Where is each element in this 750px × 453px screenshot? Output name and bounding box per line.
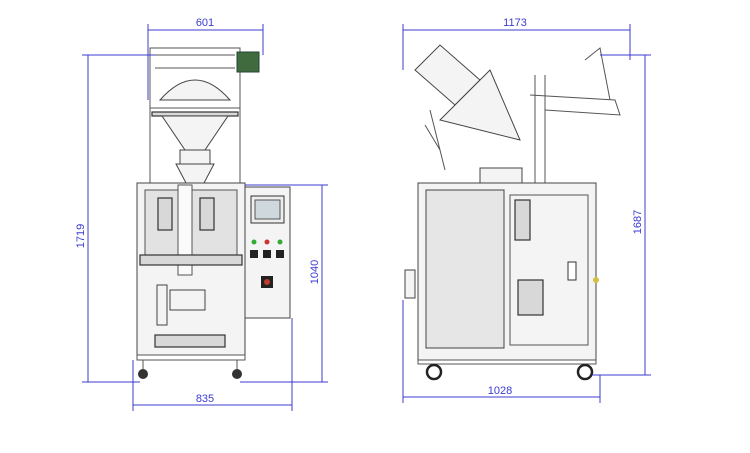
dimension-601: 601 xyxy=(147,17,264,100)
air-filter xyxy=(404,269,416,299)
dimension-label: 601 xyxy=(196,17,214,29)
cabinet-door xyxy=(425,189,505,349)
motor-icon xyxy=(236,51,260,73)
wheel xyxy=(576,363,594,381)
dimension-label: 835 xyxy=(196,393,214,405)
dimension-label: 1040 xyxy=(309,260,321,284)
wheel xyxy=(232,369,242,379)
dimension-label: 1028 xyxy=(488,385,512,397)
dimension-835: 835 xyxy=(132,318,293,411)
stop-button xyxy=(264,279,270,285)
dimension-1040: 1040 xyxy=(240,184,328,383)
dimension-label: 1687 xyxy=(632,210,644,234)
wheel xyxy=(138,369,148,379)
side-view-machine xyxy=(404,44,621,381)
dimension-label: 1173 xyxy=(503,17,527,29)
dimension-1173: 1173 xyxy=(402,17,631,70)
front-view-machine xyxy=(136,47,291,379)
dimension-1028: 1028 xyxy=(402,300,601,403)
hopper-cone xyxy=(161,115,229,151)
wheel xyxy=(425,363,443,381)
dimension-label: 1719 xyxy=(75,224,87,248)
dimension-1719: 1719 xyxy=(75,54,155,383)
start-button xyxy=(251,239,257,245)
indicator-light xyxy=(264,239,270,245)
auger-cone xyxy=(439,69,521,141)
dimension-1687: 1687 xyxy=(592,54,651,376)
hopper-dome xyxy=(158,79,232,101)
